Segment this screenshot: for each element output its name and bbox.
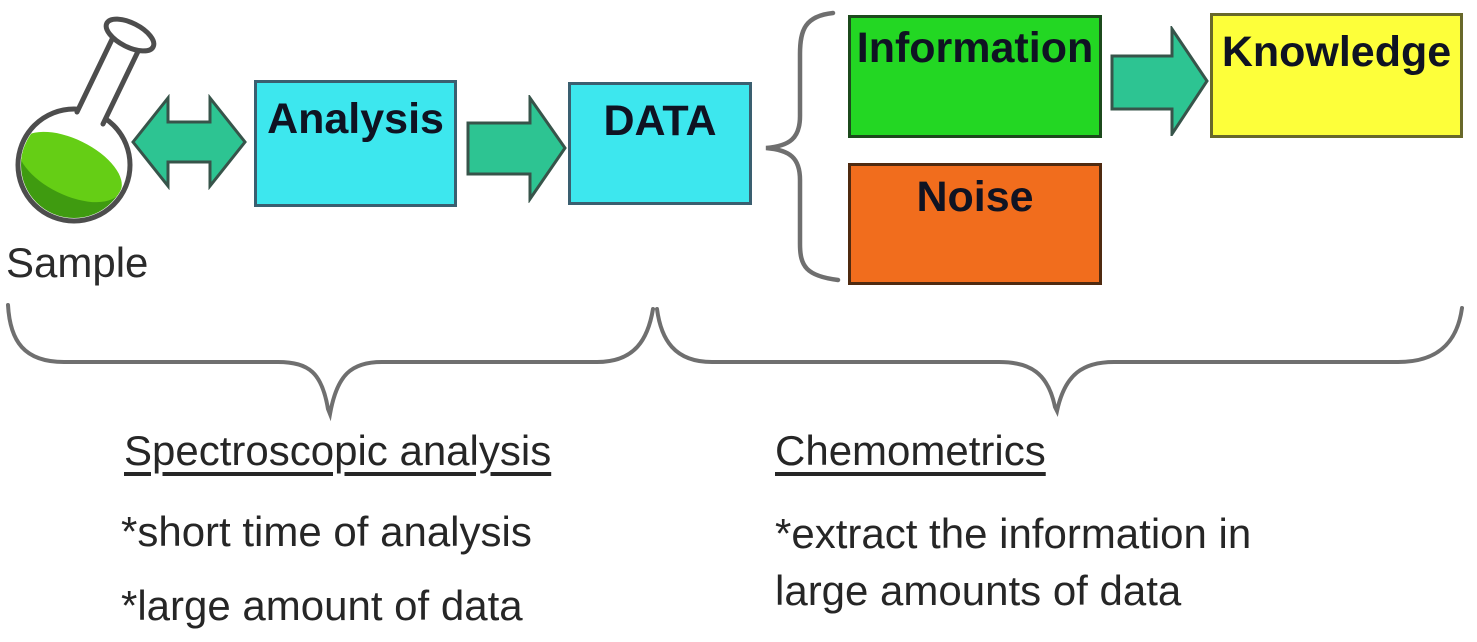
analysis-box: Analysis bbox=[254, 80, 457, 207]
chemometrics-heading: Chemometrics bbox=[775, 427, 1046, 474]
data-box: DATA bbox=[568, 82, 752, 205]
information-box: Information bbox=[848, 15, 1102, 138]
noise-label: Noise bbox=[916, 173, 1034, 221]
spectroscopic-bullet-1: *short time of analysis bbox=[121, 508, 532, 555]
flask-icon bbox=[15, 16, 157, 224]
double-arrow-icon bbox=[131, 94, 247, 190]
spectroscopic-bullet-2: *large amount of data bbox=[121, 582, 523, 629]
span-braces bbox=[6, 303, 1464, 422]
sample-label: Sample bbox=[6, 239, 149, 286]
data-label: DATA bbox=[603, 97, 717, 145]
noise-box: Noise bbox=[848, 163, 1102, 285]
flask-liquid-surface bbox=[21, 131, 122, 203]
flask-neck bbox=[77, 29, 143, 124]
knowledge-box: Knowledge bbox=[1210, 13, 1463, 138]
knowledge-label: Knowledge bbox=[1221, 28, 1452, 76]
left-span-brace bbox=[6, 303, 655, 422]
information-label: Information bbox=[856, 24, 1094, 72]
curly-brace-icon bbox=[765, 10, 841, 283]
right-arrow-icon bbox=[466, 95, 567, 203]
spectroscopic-heading: Spectroscopic analysis bbox=[124, 427, 552, 474]
chemometrics-bullet-1: *extract the information in large amount… bbox=[775, 510, 1252, 614]
right-span-brace bbox=[655, 306, 1464, 417]
right-arrow-icon bbox=[1110, 26, 1209, 136]
analysis-label: Analysis bbox=[267, 95, 444, 143]
flask-mouth bbox=[103, 16, 157, 54]
